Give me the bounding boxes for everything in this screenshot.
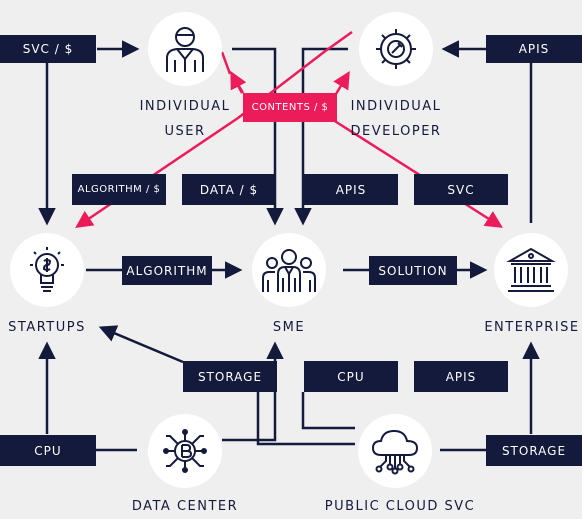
startups-node[interactable] bbox=[10, 233, 84, 307]
individual-developer-node[interactable] bbox=[359, 12, 433, 86]
apis-top-tag: APIS bbox=[486, 35, 582, 63]
individual-developer-label: INDIVIDUAL DEVELOPER bbox=[329, 94, 463, 144]
individual-developer-label-line2: DEVELOPER bbox=[350, 124, 442, 139]
individual-developer-label-line1: INDIVIDUAL bbox=[350, 99, 442, 114]
data-payment-tag: DATA / $ bbox=[182, 174, 276, 205]
storage-right-tag: STORAGE bbox=[486, 435, 582, 466]
gear-icon bbox=[376, 29, 416, 69]
svc-mid-tag: SVC bbox=[414, 174, 508, 205]
group-icon bbox=[262, 249, 316, 292]
bank-icon bbox=[506, 247, 556, 292]
data-center-label: DATA CENTER bbox=[131, 499, 239, 514]
user-icon bbox=[166, 27, 204, 72]
individual-user-node[interactable] bbox=[148, 12, 222, 86]
svc-payment-tag: SVC / $ bbox=[0, 35, 96, 63]
algorithm-tag: ALGORITHM bbox=[122, 256, 212, 285]
data-center-node[interactable] bbox=[148, 414, 222, 488]
enterprise-label: ENTERPRISE bbox=[484, 320, 580, 335]
sme-node[interactable] bbox=[252, 233, 326, 307]
cpu-mid-tag: CPU bbox=[304, 361, 398, 392]
individual-user-label: INDIVIDUAL USER bbox=[118, 94, 252, 144]
sme-label: SME bbox=[272, 320, 306, 335]
startups-label: STARTUPS bbox=[8, 320, 86, 335]
public-cloud-label: PUBLIC CLOUD SVC bbox=[324, 499, 476, 514]
individual-user-label-line2: USER bbox=[164, 124, 206, 139]
public-cloud-node[interactable] bbox=[358, 414, 432, 488]
individual-user-label-line1: INDIVIDUAL bbox=[139, 99, 231, 114]
apis-mid-tag: APIS bbox=[304, 174, 398, 205]
contents-payment-tag: CONTENTS / $ bbox=[243, 93, 337, 122]
solution-tag: SOLUTION bbox=[369, 256, 457, 285]
cpu-left-tag: CPU bbox=[0, 435, 96, 466]
storage-mid-tag: STORAGE bbox=[183, 361, 277, 392]
idea-bulb-icon bbox=[30, 247, 64, 292]
chip-icon bbox=[163, 429, 207, 473]
algorithm-payment-tag: ALGORITHM / $ bbox=[72, 174, 166, 205]
apis-low-tag: APIS bbox=[414, 361, 508, 392]
cloud-icon bbox=[371, 429, 419, 475]
enterprise-node[interactable] bbox=[494, 233, 568, 307]
